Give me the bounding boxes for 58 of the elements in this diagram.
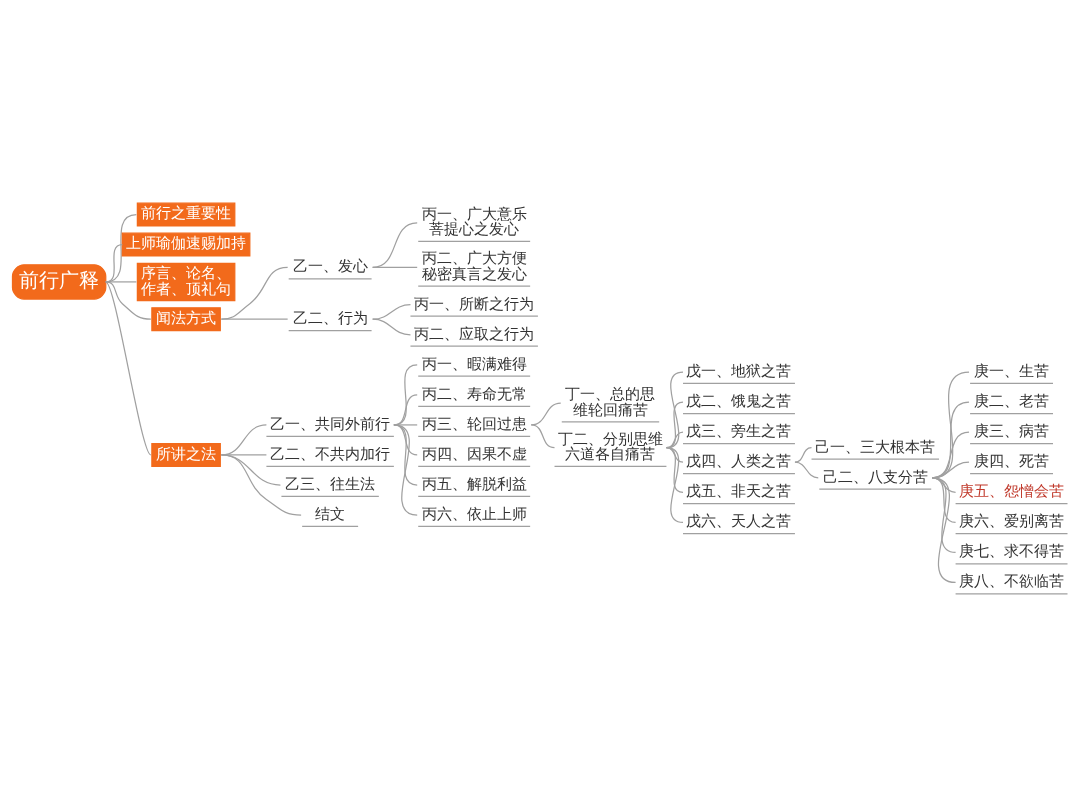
connector (105, 281, 152, 456)
node-box: 前行广释 (11, 264, 107, 300)
node-text: 戊四、人类之苦 (686, 453, 792, 470)
node-box: 序言、论名、作者、顶礼句 (136, 262, 236, 302)
node-text: 丙一、所断之行为 (414, 295, 535, 312)
connector (530, 424, 556, 449)
node-text: 丙五、解脱利益 (421, 475, 527, 492)
node-box: 闻法方式 (151, 307, 221, 332)
node-box: 前行之重要性 (136, 202, 236, 227)
connector (665, 447, 684, 523)
node-text: 乙三、往生法 (285, 475, 376, 492)
connector (105, 281, 137, 283)
node-text: 丁二、分别思维六道各自痛苦 (557, 430, 663, 463)
node-text: 庚八、不欲临苦 (959, 573, 1065, 590)
node-text: 庚四、死苦 (974, 453, 1050, 470)
node-text: 戊五、非天之苦 (686, 483, 792, 500)
connector (220, 318, 289, 320)
connector (105, 281, 152, 320)
node-text: 庚三、病苦 (974, 423, 1050, 440)
node-text: 乙二、行为 (292, 310, 368, 327)
node-text: 丙二、应取之行为 (414, 325, 535, 342)
node-text: 丙一、暇满难得 (421, 355, 527, 372)
node-text: 戊六、天人之苦 (686, 513, 792, 530)
connector (220, 454, 302, 516)
connector (372, 304, 412, 320)
connector (665, 447, 684, 493)
node-text: 丙一、广大意乐菩提心之发心 (421, 205, 527, 238)
connector (372, 222, 418, 268)
node-text: 戊一、地狱之苦 (686, 362, 792, 379)
node-text: 丙三、轮回过患 (421, 415, 527, 432)
connector (372, 318, 412, 336)
connector (393, 424, 418, 516)
node-text: 丙六、依止上师 (421, 505, 527, 522)
connector (794, 461, 819, 479)
node-text: 结文 (315, 505, 346, 522)
node-text: 庚一、生苦 (974, 362, 1050, 379)
node-text: 丁一、总的思维轮回痛苦 (565, 386, 656, 418)
node-text: 乙二、不共内加行 (270, 445, 391, 462)
node-text: 乙一、共同外前行 (270, 415, 391, 432)
connector (794, 447, 813, 463)
node-text: 丙四、因果不虚 (421, 445, 527, 462)
node-text: 戊二、饿鬼之苦 (686, 392, 792, 409)
node-box: 上师瑜伽速赐加持 (121, 232, 251, 257)
node-text: 乙一、发心 (292, 258, 368, 275)
connector (372, 266, 418, 268)
node-text: 庚七、求不得苦 (959, 543, 1065, 560)
node-text: 庚二、老苦 (974, 392, 1050, 409)
node-box: 所讲之法 (151, 442, 221, 467)
node-text: 戊三、旁生之苦 (686, 423, 792, 440)
connector (105, 213, 137, 283)
node-text: 丙二、广大方便秘密真言之发心 (421, 250, 527, 283)
connector (220, 266, 289, 320)
node-text: 己二、八支分苦 (822, 468, 928, 485)
connector (931, 477, 957, 584)
node-text: 庚六、爱别离苦 (959, 513, 1065, 530)
node-text: 己一、三大根本苦 (815, 438, 936, 455)
node-text: 丙二、寿命无常 (421, 385, 527, 402)
node-text: 庚五、怨憎会苦 (959, 483, 1065, 500)
